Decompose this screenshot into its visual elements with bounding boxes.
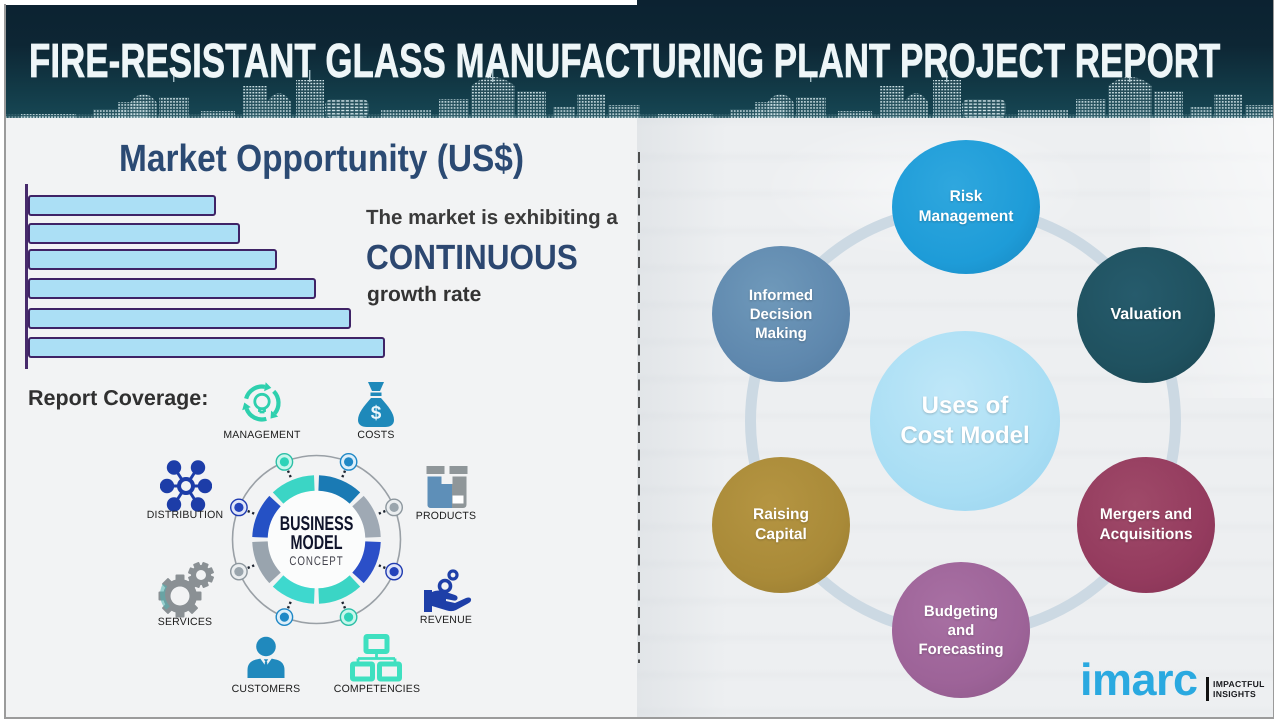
svg-text:$: $ [371,403,382,424]
